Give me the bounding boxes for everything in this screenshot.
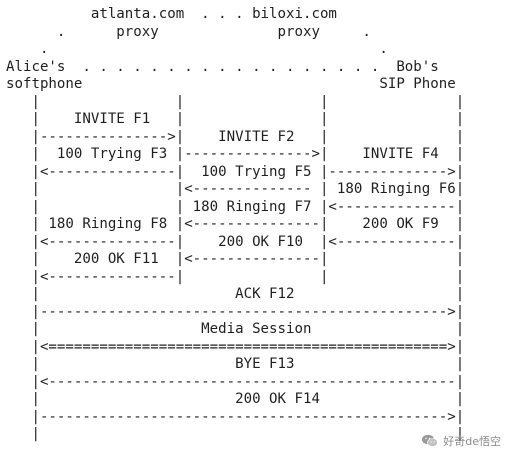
diagram-line: . .: [6, 41, 388, 57]
diagram-line: . proxy proxy .: [6, 23, 371, 40]
diagram-line: atlanta.com . . . biloxi.com: [6, 6, 337, 22]
wechat-icon: [421, 433, 439, 449]
diagram-line: | |: [6, 426, 465, 442]
diagram-line: Alice's . . . . . . . . . . . . . . . . …: [6, 58, 439, 75]
sip-call-flow-diagram: atlanta.com . . . biloxi.com . proxy pro…: [6, 6, 503, 453]
diagram-line: | BYE F13 |: [6, 356, 465, 372]
diagram-line: | 180 Ringing F8 |<---------------| 200 …: [6, 216, 465, 232]
diagram-line: | ACK F12 |: [6, 286, 465, 302]
diagram-line: | | | |: [6, 93, 465, 110]
diagram-line: | 100 Trying F3 |--------------->| INVIT…: [6, 146, 465, 162]
diagram-line: |<---------------| 100 Trying F5 |------…: [6, 163, 465, 180]
diagram-line: softphone SIP Phone: [6, 76, 456, 92]
diagram-line: | | 180 Ringing F7 |<--------------|: [6, 198, 465, 215]
diagram-line: | 200 OK F11 |<---------------| |: [6, 251, 465, 267]
diagram-line: | INVITE F1 | | |: [6, 111, 465, 127]
watermark-text: 好奇de悟空: [443, 435, 501, 448]
diagram-line: |<======================================…: [6, 338, 465, 355]
diagram-line: |<---------------| 200 OK F10 |<--------…: [6, 233, 465, 250]
diagram-line: |<--------------------------------------…: [6, 373, 465, 390]
diagram-line: |---------------------------------------…: [6, 408, 465, 425]
diagram-line: | |<-------------- | 180 Ringing F6|: [6, 181, 465, 197]
diagram-line: |<---------------| | |: [6, 268, 465, 285]
diagram-line: | Media Session |: [6, 321, 465, 337]
diagram-line: |---------------------------------------…: [6, 303, 465, 320]
watermark: 好奇de悟空: [421, 433, 501, 449]
diagram-line: |--------------->| INVITE F2 | |: [6, 128, 465, 145]
diagram-line: | 200 OK F14 |: [6, 391, 465, 407]
